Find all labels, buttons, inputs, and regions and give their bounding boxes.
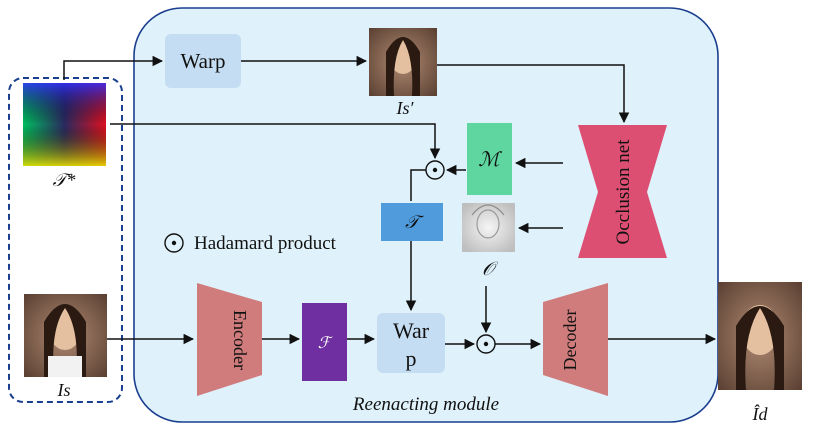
feature-F-block	[302, 303, 347, 381]
warp-top-label: Warp	[181, 49, 226, 73]
hadamard-legend-icon	[164, 233, 184, 253]
decoder-label: Decoder	[560, 310, 580, 371]
encoder-block	[197, 283, 262, 396]
warp-bottom-label-line2: p	[406, 346, 417, 371]
connectors	[63, 55, 717, 350]
decoder-block	[543, 283, 608, 396]
occlusion-net-label: Occlusion net	[613, 139, 634, 245]
flow-field-image	[23, 83, 106, 166]
warp-bottom-block	[377, 313, 445, 373]
arrow-flow-to-warp	[63, 55, 164, 80]
encoder-label: Encoder	[230, 310, 250, 370]
occlusion-map-image	[462, 203, 515, 252]
hadamard-legend-text: Hadamard product	[194, 233, 337, 254]
source-image-label: Is	[57, 380, 71, 400]
occlusion-net-block	[578, 125, 667, 258]
mask-M-block	[467, 123, 512, 195]
output-image-label: Îd	[752, 403, 769, 424]
warped-image-label: Is′	[396, 98, 415, 118]
feature-F-label: ℱ	[318, 335, 334, 352]
flow-field-label: 𝒯*	[53, 170, 76, 190]
flow-T-block	[381, 203, 443, 241]
arrow-warped-image-to-occlusion	[437, 64, 630, 124]
mask-M-label: ℳ	[478, 149, 502, 171]
output-image	[718, 282, 802, 390]
inputs-frame	[8, 77, 123, 403]
arrow-flow-to-hadamard	[110, 123, 441, 160]
source-image	[24, 294, 107, 377]
warp-top-block	[165, 34, 241, 88]
warp-bottom-label-line1: War	[393, 318, 430, 343]
warped-image	[369, 28, 437, 96]
reenacting-module-caption: Reenacting module	[352, 394, 499, 415]
